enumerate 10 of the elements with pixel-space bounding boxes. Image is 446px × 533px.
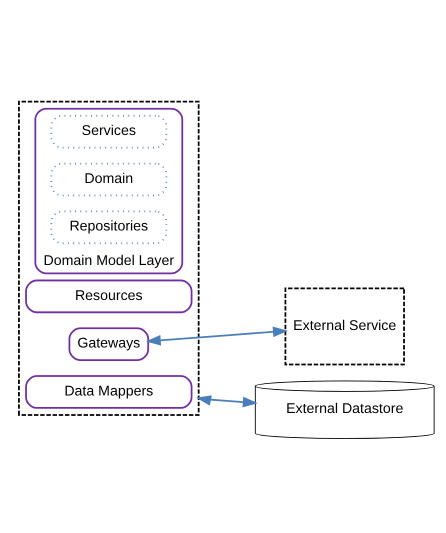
arrow bbox=[146, 326, 288, 346]
node-box: Resources bbox=[25, 280, 192, 314]
node-box: Data Mappers bbox=[25, 375, 192, 409]
cluster bbox=[18, 100, 200, 416]
arrow bbox=[196, 395, 258, 408]
node-box: Domain bbox=[50, 162, 168, 196]
node-box: External Service bbox=[284, 288, 405, 366]
node-box: Gateways bbox=[68, 327, 150, 361]
node-box: Repositories bbox=[50, 210, 168, 244]
node-box: Services bbox=[50, 114, 168, 149]
